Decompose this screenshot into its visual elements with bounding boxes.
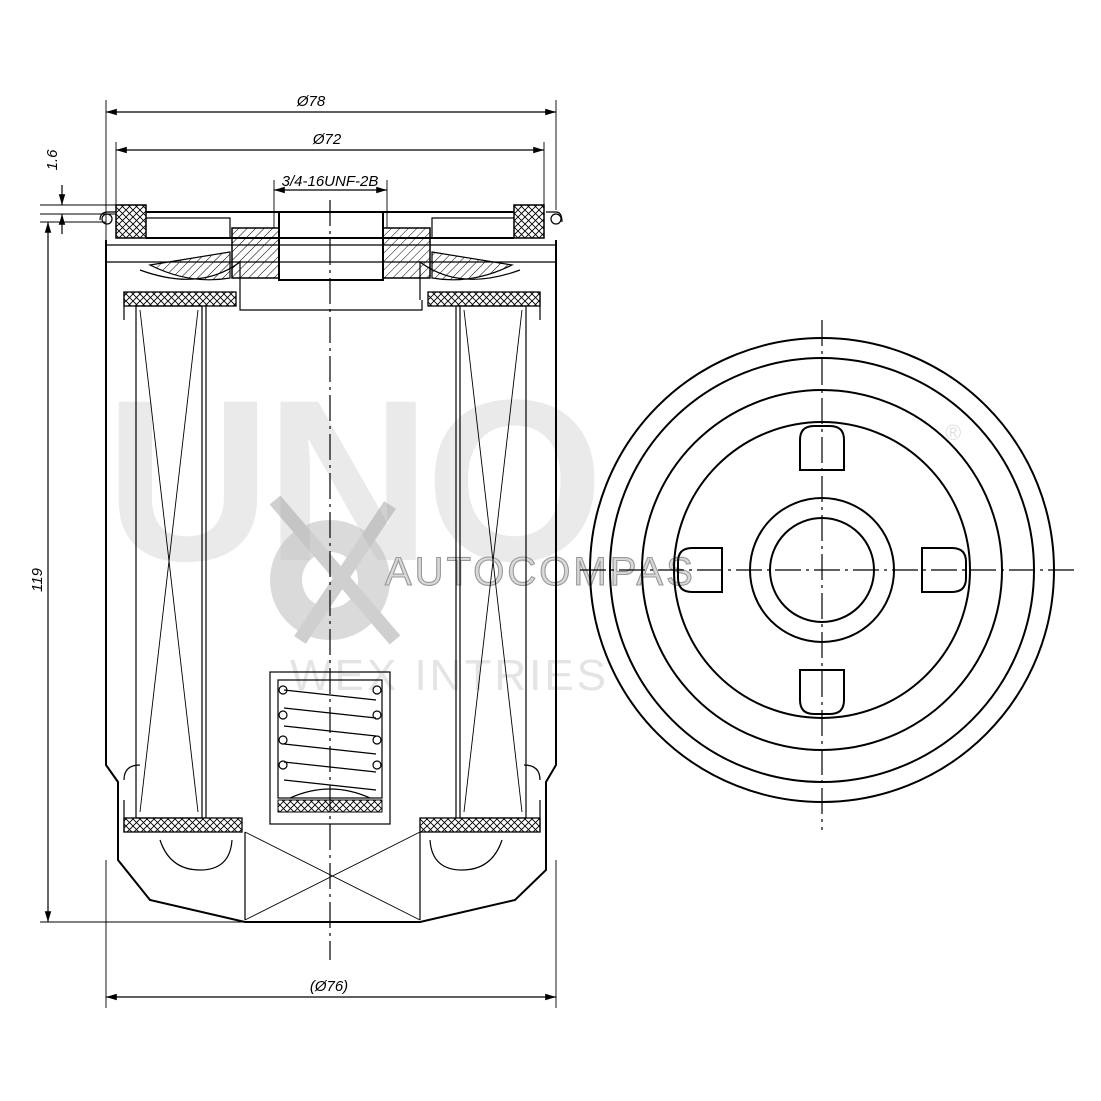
filter-can-outline — [105, 240, 557, 923]
bottom-end-cap-left — [123, 817, 243, 833]
watermark: UNO ® AUTOCOMPAS WEX INTRIES — [105, 352, 961, 700]
bottom-end-cap-right — [419, 817, 541, 833]
watermark-tagline: WEX INTRIES — [290, 651, 609, 700]
thread-nipple-right — [382, 227, 431, 279]
top-end-cap-left — [123, 291, 237, 307]
thread-nipple-left — [231, 227, 280, 279]
dim-gasket-height: 1.6 — [44, 149, 61, 171]
side-view — [99, 200, 563, 960]
watermark-brand: AUTOCOMPAS — [385, 550, 696, 594]
lug-top — [799, 425, 845, 471]
dimensions: Ø78 Ø72 3/4-16UNF-2B 1.6 119 (Ø76) — [29, 93, 557, 1008]
gasket-left — [115, 204, 147, 239]
top-end-cap-right — [427, 291, 541, 307]
gasket-right — [513, 204, 545, 239]
lug-right — [921, 547, 967, 593]
watermark-gear-icon — [269, 495, 401, 645]
lug-left — [677, 547, 723, 593]
top-view — [580, 320, 1078, 830]
watermark-registered-mark: ® — [945, 420, 961, 445]
dim-body-diameter: (Ø76) — [310, 978, 348, 995]
dim-gasket-diameter: Ø72 — [312, 131, 342, 148]
dim-height: 119 — [29, 567, 46, 592]
lug-bottom — [799, 669, 845, 715]
dim-outer-diameter: Ø78 — [296, 93, 326, 110]
dim-thread: 3/4-16UNF-2B — [282, 173, 379, 190]
